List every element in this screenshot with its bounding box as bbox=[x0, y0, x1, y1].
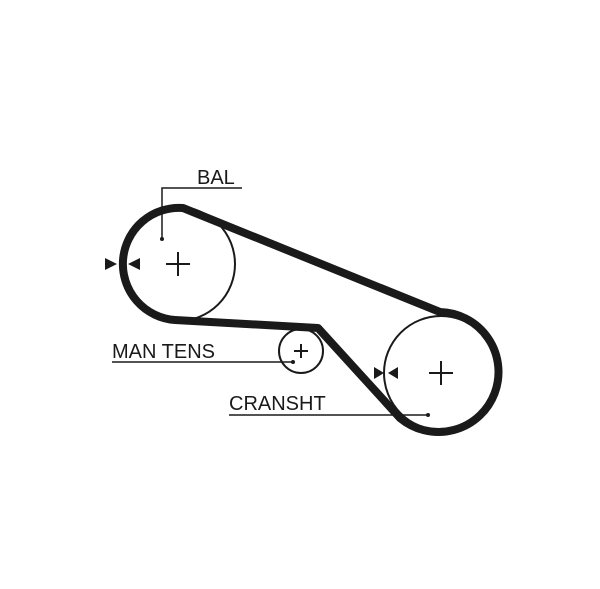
crankshaft-pulley bbox=[383, 315, 499, 431]
timing-mark-balance bbox=[105, 258, 140, 270]
timing-belt bbox=[118, 203, 503, 436]
bal-label: BAL bbox=[197, 167, 235, 189]
man-tens-label: MAN TENS bbox=[112, 341, 215, 363]
crosshair-icon bbox=[429, 361, 453, 385]
bal-leader bbox=[160, 187, 242, 241]
manual-tensioner-pulley bbox=[278, 328, 324, 374]
crosshair-icon bbox=[166, 252, 190, 276]
timing-mark-crankshaft bbox=[374, 367, 398, 379]
arrow-marker-icon bbox=[128, 258, 140, 270]
man-tens-leader bbox=[112, 360, 295, 364]
balance-shaft-pulley bbox=[120, 206, 236, 322]
arrow-marker-icon bbox=[105, 258, 117, 270]
cranksht-leader bbox=[229, 413, 430, 417]
crosshair-icon bbox=[294, 344, 308, 358]
arrow-marker-icon bbox=[374, 367, 384, 379]
cranksht-label: CRANSHT bbox=[229, 393, 326, 415]
arrow-marker-icon bbox=[388, 367, 398, 379]
